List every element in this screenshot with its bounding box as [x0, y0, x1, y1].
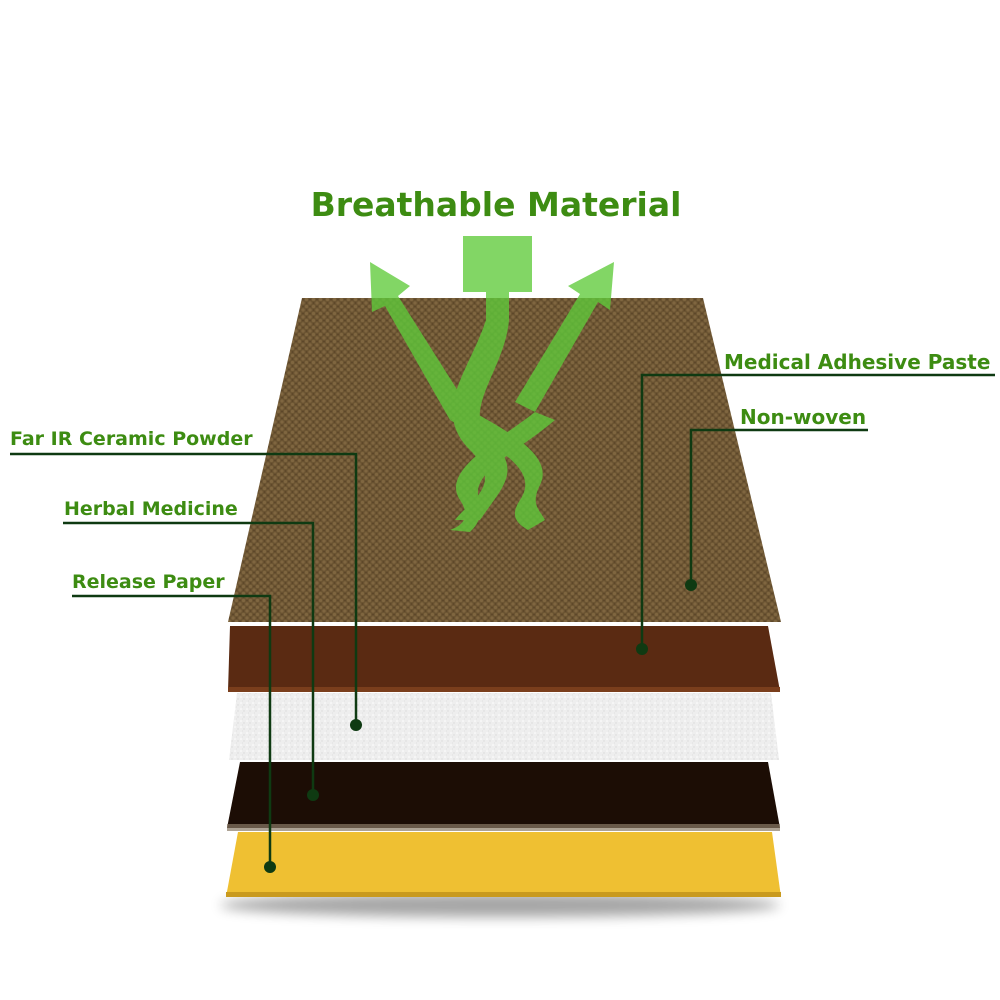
label-medical-adhesive-paste: Medical Adhesive Paste — [724, 350, 990, 374]
release-paper-edge — [226, 892, 781, 897]
label-non-woven: Non-woven — [740, 405, 866, 429]
leader-non-woven — [689, 428, 868, 585]
herbal-medicine-edge — [227, 824, 780, 831]
leader-medical-adhesive-paste — [640, 373, 995, 649]
herbal-medicine-layer — [227, 762, 780, 828]
base-shadow — [220, 893, 780, 917]
ceramic-powder-layer — [229, 693, 779, 760]
dot-release-paper — [264, 861, 276, 873]
label-far-ir-ceramic-powder: Far IR Ceramic Powder — [10, 428, 253, 450]
label-release-paper: Release Paper — [72, 571, 225, 593]
adhesive-paste-layer — [228, 626, 780, 691]
dot-non-woven — [685, 579, 697, 591]
dot-far-ir-ceramic-powder — [350, 719, 362, 731]
leader-far-ir-ceramic-powder — [10, 452, 358, 725]
dot-medical-adhesive-paste — [636, 643, 648, 655]
breathable-arrows-icon — [370, 236, 614, 532]
release-paper-layer — [226, 832, 781, 897]
leader-herbal-medicine — [63, 521, 315, 795]
dot-herbal-medicine — [307, 789, 319, 801]
label-herbal-medicine: Herbal Medicine — [64, 498, 238, 520]
title: Breathable Material — [311, 185, 682, 224]
adhesive-paste-edge — [228, 687, 780, 692]
leader-release-paper — [72, 594, 272, 867]
leader-dots — [264, 579, 697, 873]
leader-lines — [10, 373, 995, 867]
